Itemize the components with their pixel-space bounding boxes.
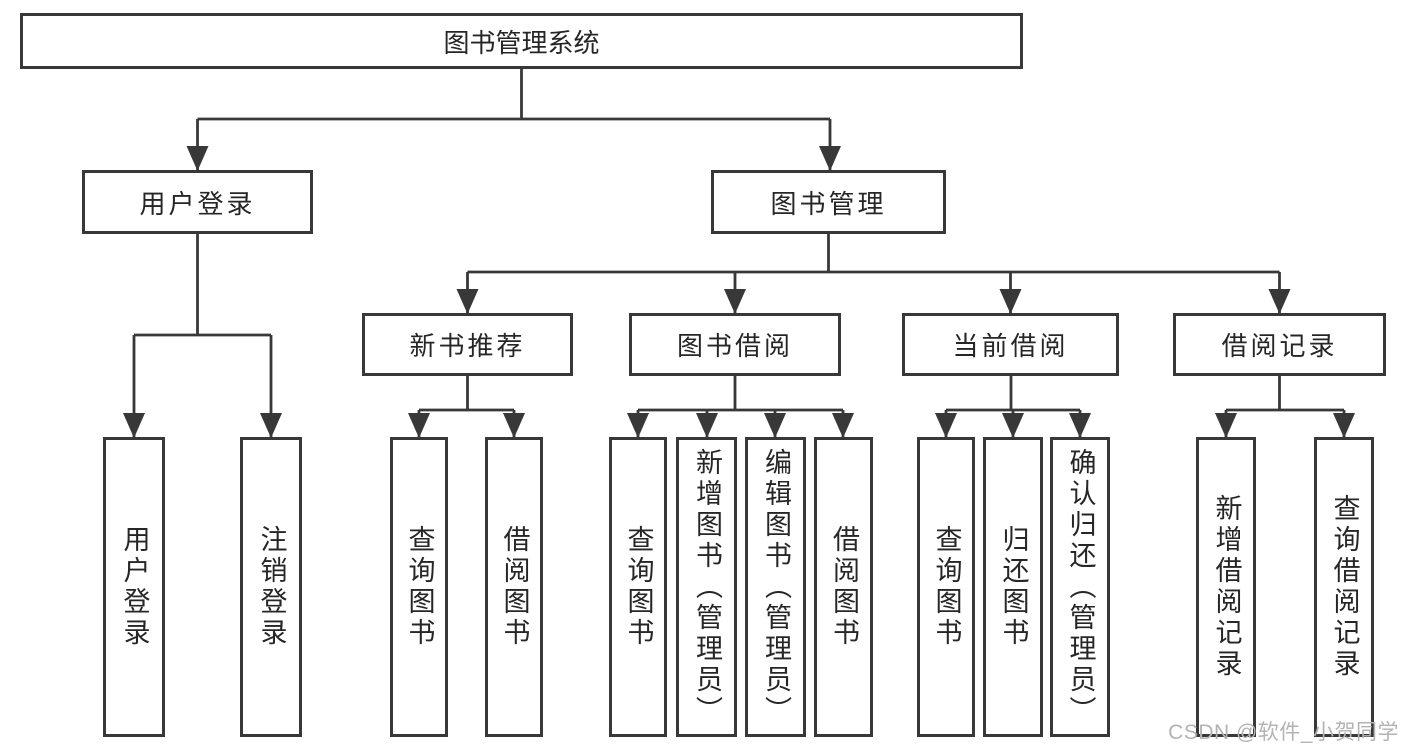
leaf-query-borrow-record: 查询借阅记录 [1314, 437, 1374, 737]
arrow-down-icon [1268, 289, 1291, 314]
leaf-query-books-borrowing: 查询图书 [609, 437, 667, 737]
leaf-borrow-books: 借阅图书 [814, 437, 873, 737]
arrow-down-icon [503, 413, 525, 438]
node-label: 查询图书 [404, 525, 435, 649]
node-label: 确认归还（管理员） [1065, 447, 1096, 727]
arrow-down-icon [696, 413, 718, 438]
node-current-borrowing: 当前借阅 [902, 313, 1119, 376]
node-library-management-system: 图书管理系统 [20, 13, 1023, 69]
node-label: 当前借阅 [952, 331, 1069, 361]
leaf-confirm-return-admin: 确认归还（管理员） [1050, 437, 1110, 737]
arrow-down-icon [935, 413, 957, 438]
arrow-down-icon [186, 146, 209, 171]
node-label: 借阅记录 [1221, 331, 1338, 361]
leaf-add-borrow-record: 新增借阅记录 [1196, 437, 1256, 737]
arrowheads [123, 146, 1355, 438]
leaf-logout: 注销登录 [240, 437, 302, 737]
arrow-down-icon [1215, 413, 1237, 438]
arrow-down-icon [999, 289, 1022, 314]
node-borrowing-records: 借阅记录 [1173, 313, 1386, 376]
node-label: 归还图书 [998, 525, 1029, 649]
node-label: 查询图书 [623, 525, 654, 649]
arrow-down-icon [832, 413, 854, 438]
csdn-watermark: CSDN @软件_小贺同学 [1168, 721, 1399, 744]
arrow-down-icon [123, 413, 145, 438]
leaf-add-books-admin: 新增图书（管理员） [676, 437, 737, 737]
arrow-down-icon [1069, 413, 1091, 438]
leaf-user-login: 用户登录 [103, 437, 165, 737]
arrow-down-icon [724, 289, 746, 314]
arrow-down-icon [764, 413, 786, 438]
arrow-down-icon [1333, 413, 1355, 438]
leaf-edit-books-admin: 编辑图书（管理员） [745, 437, 806, 737]
node-new-book-recommendation: 新书推荐 [362, 313, 573, 376]
node-label: 用户登录 [139, 188, 256, 219]
node-book-borrowing: 图书借阅 [629, 313, 841, 376]
node-label: 新增图书（管理员） [692, 447, 722, 727]
node-label: 用户登录 [119, 525, 150, 649]
node-label: 查询图书 [931, 525, 962, 649]
node-label: 借阅图书 [499, 525, 530, 649]
node-label: 图书借阅 [676, 331, 793, 361]
connector-segments [132, 68, 1346, 437]
node-label: 编辑图书（管理员） [761, 447, 791, 727]
node-book-management: 图书管理 [711, 170, 946, 234]
node-label: 查询借阅记录 [1329, 494, 1360, 680]
leaf-query-books-recommend: 查询图书 [390, 437, 448, 737]
arrow-down-icon [819, 146, 841, 171]
leaf-query-books-current: 查询图书 [917, 437, 975, 737]
arrow-down-icon [456, 289, 479, 314]
node-label: 借阅图书 [829, 525, 859, 649]
leaf-borrow-books-recommend: 借阅图书 [485, 437, 543, 737]
arrow-down-icon [627, 413, 649, 438]
node-user-login: 用户登录 [82, 170, 313, 234]
node-label: 注销登录 [256, 525, 287, 649]
node-label: 新书推荐 [409, 331, 526, 361]
arrow-down-icon [1002, 413, 1024, 438]
node-label: 图书管理 [770, 188, 887, 219]
arrow-down-icon [408, 413, 430, 438]
arrow-down-icon [260, 413, 282, 438]
leaf-return-books: 归还图书 [983, 437, 1043, 737]
node-label: 图书管理系统 [443, 27, 600, 58]
node-label: 新增借阅记录 [1211, 494, 1242, 680]
